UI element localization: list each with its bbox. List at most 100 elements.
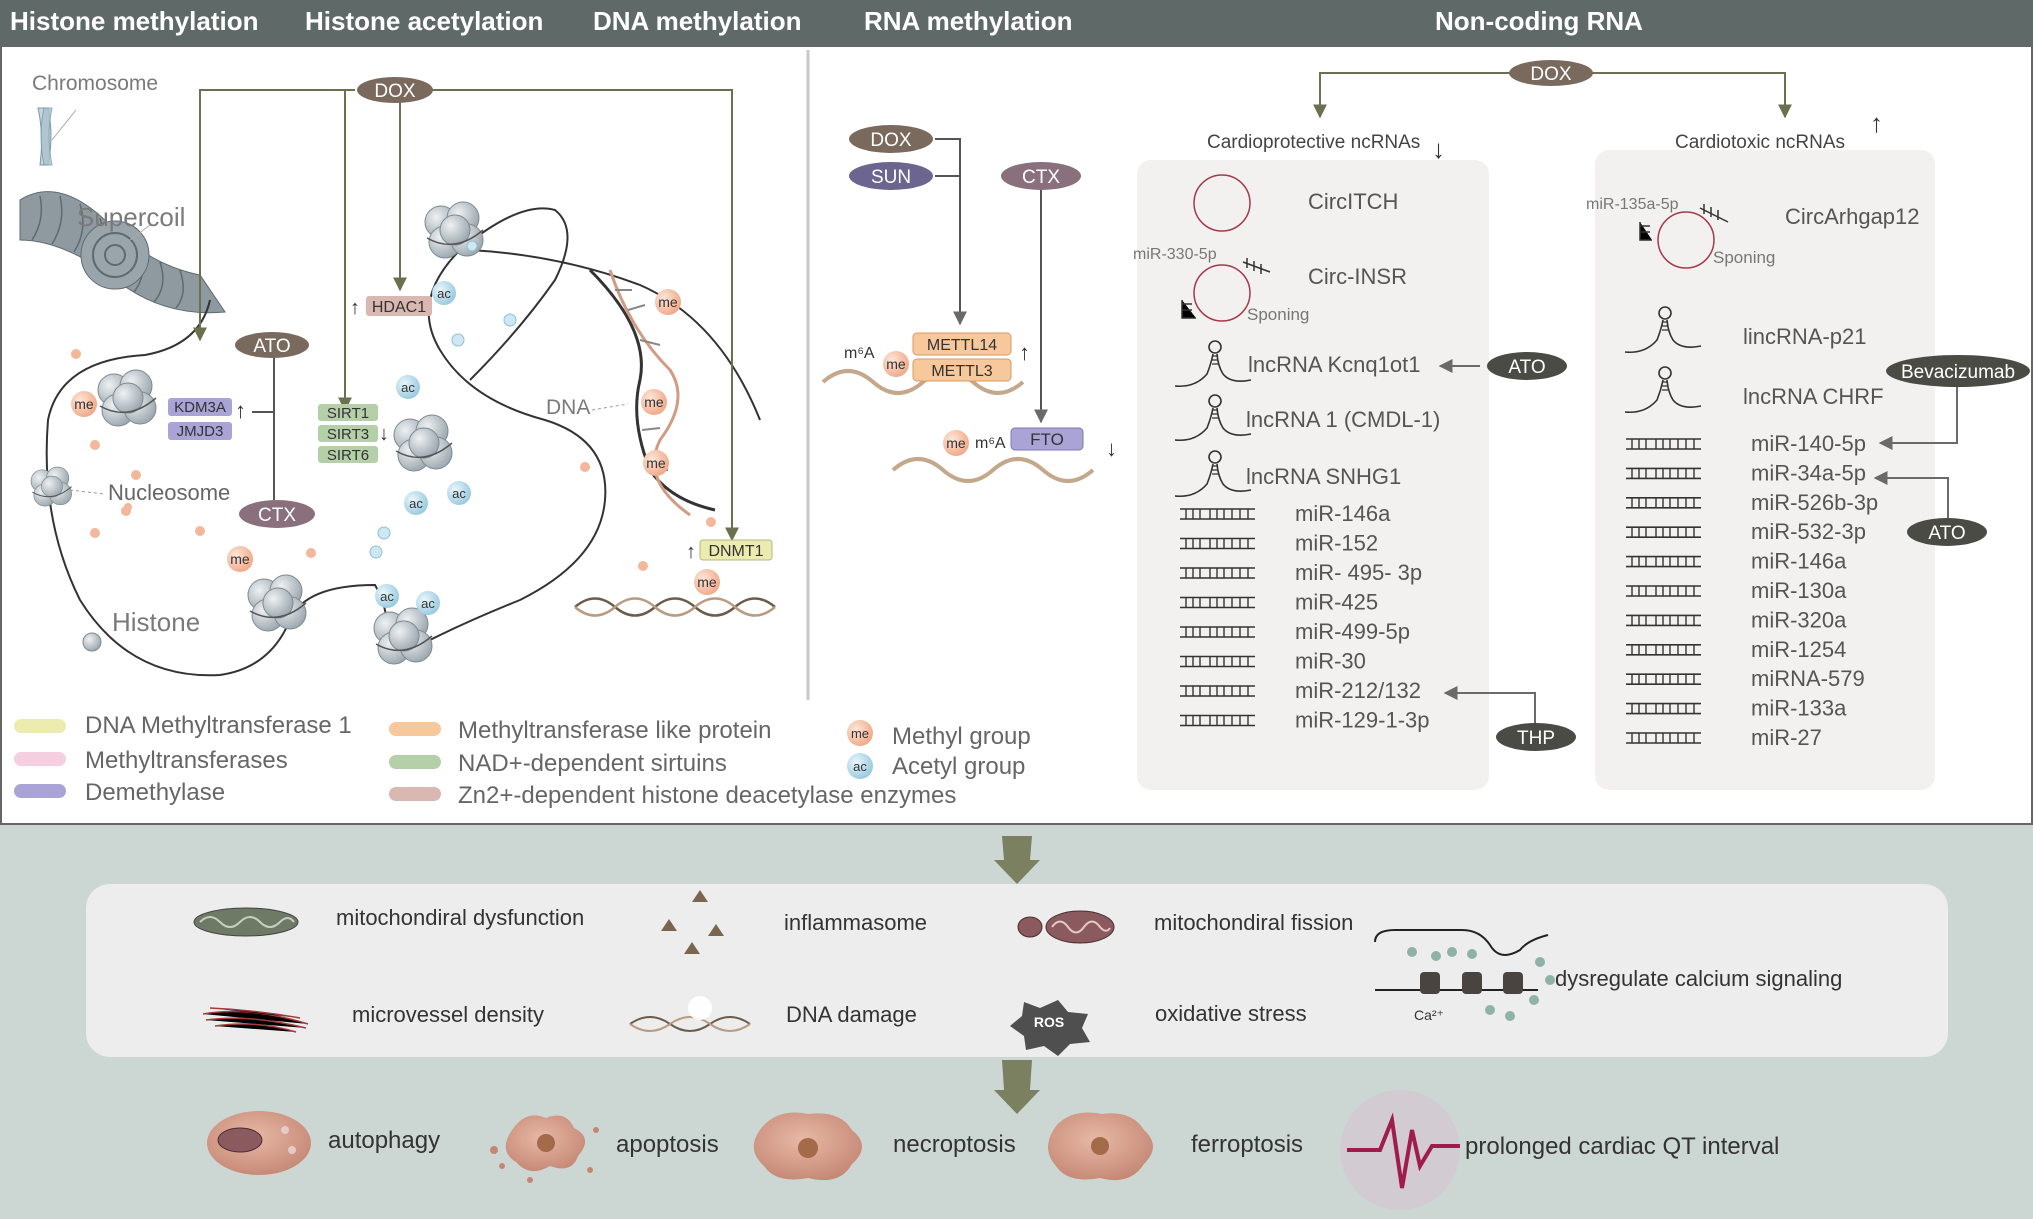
legend-sirtuins: NAD+-dependent sirtuins [458,750,727,777]
outcomes: autophagy apoptosis necroptosis ferropto… [207,1090,1779,1210]
legend-methyl-group: Methyl group [892,723,1031,750]
sirt6-tag [318,446,378,463]
bevacizumab-label: Bevacizumab [1901,362,2015,383]
mirna-label: miR-129-1-3p [1295,708,1430,733]
jmjd3-tag [168,422,232,440]
hdac1-label: HDAC1 [372,299,426,316]
cardiotoxic-title: Cardiotoxic ncRNAs [1675,132,1845,153]
mitochondria-icon [193,907,299,937]
ferroptosis-icon [1048,1112,1153,1181]
sirt3-label: SIRT3 [327,426,369,443]
rna-dox-label: DOX [870,130,912,151]
nucleosome-small-icon [30,466,73,507]
fto-tag [1010,427,1084,451]
hdac1-tag [366,296,432,316]
kdm3a-tag [168,398,232,416]
mirna-label: miR-27 [1751,725,1822,750]
autophagy-icon [207,1111,311,1175]
dna-damage-label: DNA damage [786,1002,917,1027]
legend-methyl-icon [847,720,873,746]
mettl-up-arrow: ↑ [1019,340,1030,365]
me-mark: me [658,294,678,310]
rna-dox-pill [849,125,933,153]
ncrna-ato-pill-2 [1907,518,1987,546]
label-chromosome: Chromosome [32,72,158,95]
me-mark: me [644,394,664,410]
inflammasome-icon [661,890,724,954]
legend-me-mark: me [851,726,869,741]
calcium-label: dysregulate calcium signaling [1555,966,1842,991]
legend-demethylase: Demethylase [85,779,225,806]
circarhgap12-label: CircArhgap12 [1785,204,1920,229]
mettl14-label: METTL14 [927,337,997,354]
mrna-wave-2 [891,457,1095,483]
ac-mark: ac [380,589,394,604]
mito-fission-icon [1017,910,1115,944]
histone-icon [82,632,102,652]
nucleosome-bottom-right-icon [373,607,433,665]
header-non-coding-rna: Non-coding RNA [1435,6,1643,36]
sun-label: SUN [871,167,911,188]
mirna-label: miR-146a [1295,501,1391,526]
bevacizumab-pill [1886,355,2030,387]
m6a-label: m⁶A [844,345,875,362]
mettl3-label: METTL3 [931,363,992,380]
ros-label: ROS [1034,1014,1064,1030]
hdac1-up-arrow: ↑ [350,297,360,319]
rna-ctx-pill [1001,162,1081,190]
legend: DNA Methyltransferase 1 Methyltransferas… [14,712,1031,809]
kcnq1ot1-label: lncRNA Kcnq1ot1 [1248,352,1420,377]
legend-swatch-demethylase [14,784,66,798]
jmjd3-label: JMJD3 [177,423,224,440]
legend-acetyl-icon [847,753,873,779]
mirna-label: miRNA-579 [1751,666,1865,691]
header-rna-methylation: RNA methylation [864,6,1073,36]
legend-swatch-sirtuins [389,755,441,769]
legend-swatch-hdac [389,787,441,801]
mito-fission-label: mitochondiral fission [1154,910,1353,935]
arrow-down-2 [994,1060,1040,1114]
mir330-label: miR-330-5p [1133,246,1217,263]
rna-me-mark: me [886,356,906,372]
legend-hdac: Zn2+-dependent histone deacetylase enzym… [458,782,956,809]
cardiotoxic-box [1595,150,1935,790]
kdm3a-label: KDM3A [174,399,226,416]
fto-down-arrow: ↓ [1106,436,1117,461]
mir-sponge-icon [1242,258,1271,274]
kdm-up-arrow: ↑ [235,398,246,423]
me-mark: me [697,574,717,590]
snhg1-label: lncRNA SNHG1 [1246,464,1401,489]
top-panel-frame [0,45,2033,825]
ac-mark: ac [409,496,423,511]
right-mirna-list: miR-140-5pmiR-34a-5pmiR-526b-3pmiR-532-3… [1625,431,1878,750]
ncrna-ato-label-2: ATO [1928,523,1965,544]
ca-label: Ca²⁺ [1414,1007,1444,1023]
fto-label: FTO [1030,430,1064,449]
ctx-pill [239,500,315,528]
header-dna-methylation: DNA methylation [593,6,802,36]
supercoil-icon [19,191,226,314]
qt-label: prolonged cardiac QT interval [1465,1133,1779,1160]
legend-ac-mark: ac [853,759,867,774]
microvessel-label: microvessel density [352,1002,544,1027]
dna-damage-icon [629,996,751,1032]
mirna-label: miR-146a [1751,549,1847,574]
legend-dnmt1: DNA Methyltransferase 1 [85,712,352,739]
mir135a-label: miR-135a-5p [1586,196,1679,213]
dnmt1-up-arrow: ↑ [686,541,696,563]
label-histone: Histone [112,607,200,637]
mirna-label: miR-140-5p [1751,431,1866,456]
thp-label: THP [1517,728,1555,749]
mettl14-tag [912,332,1012,356]
ato-label: ATO [253,336,290,357]
rna-ctx-label: CTX [1022,167,1060,188]
label-nucleosome: Nucleosome [108,480,230,505]
circarhgap12-icon [1657,211,1715,269]
cardioprotective-title: Cardioprotective ncRNAs [1207,132,1420,153]
sirt6-label: SIRT6 [327,447,369,464]
ferroptosis-label: ferroptosis [1191,1131,1303,1158]
mirna-label: miR-532-3p [1751,519,1866,544]
rna-methylation-panel: DOX SUN CTX m⁶A me METTL14 METTL3 ↑ me m… [821,125,1117,483]
